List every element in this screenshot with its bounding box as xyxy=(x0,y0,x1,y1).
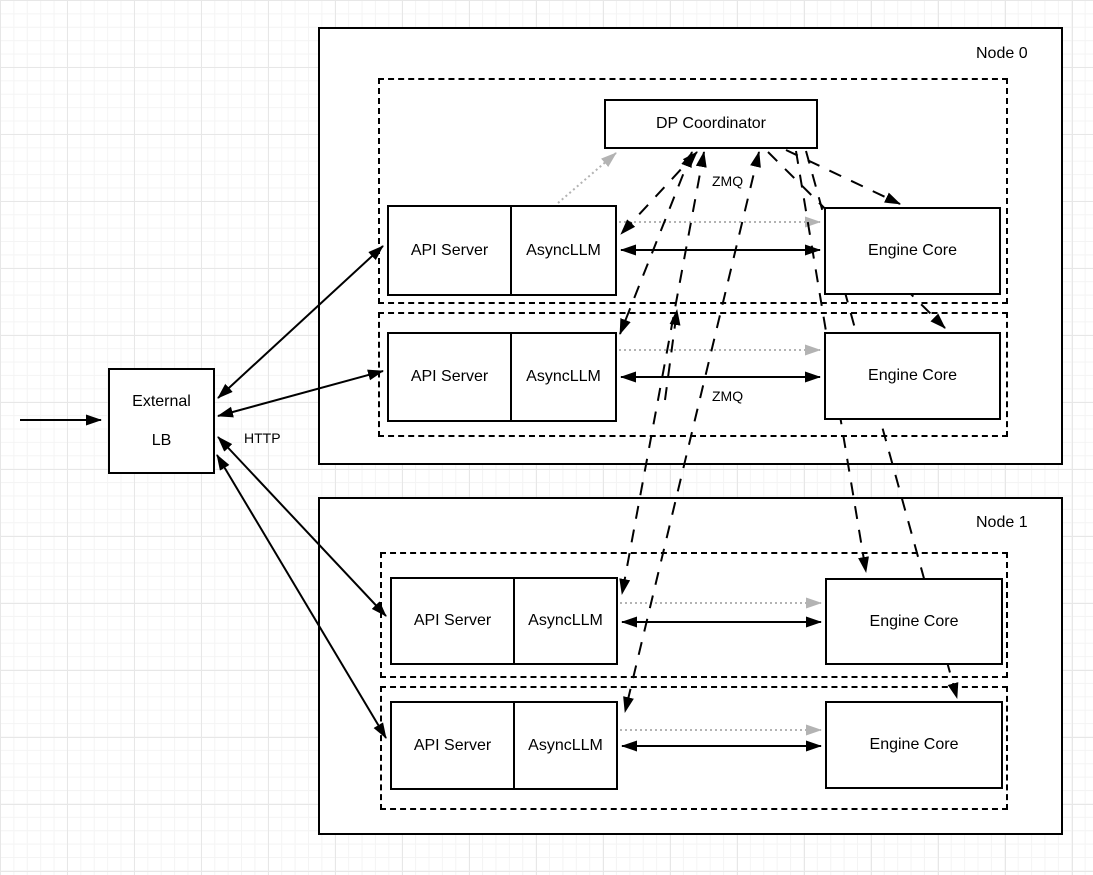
engine-core-box-node1-row0: Engine Core xyxy=(825,578,1003,665)
arrow-lb-api-node1-row1 xyxy=(216,454,387,739)
api-async-box-node1-row0: API Server AsyncLLM xyxy=(390,577,618,665)
engine-core-box-node1-row1: Engine Core xyxy=(825,701,1003,789)
http-edge-label: HTTP xyxy=(244,430,281,446)
api-server-label: API Server xyxy=(410,368,489,385)
external-lb-box: External LB xyxy=(108,368,215,474)
arrow-lb-api-node1-row0 xyxy=(217,436,387,617)
api-async-box-node0-row0: API Server AsyncLLM xyxy=(387,205,617,296)
asyncllm-label: AsyncLLM xyxy=(513,579,616,663)
zmq-coordinator-edge-label: ZMQ xyxy=(712,173,744,189)
asyncllm-label: AsyncLLM xyxy=(510,334,615,420)
arrow-dashed-async-group-boundary xyxy=(664,309,681,401)
arrow-lb-api-node0-row0 xyxy=(217,245,384,399)
dp-coordinator-box: DP Coordinator xyxy=(604,99,818,149)
zmq-row2-edge-label: ZMQ xyxy=(712,388,744,404)
api-async-box-node0-row1: API Server AsyncLLM xyxy=(387,332,617,422)
asyncllm-label: AsyncLLM xyxy=(513,703,616,788)
dp-coordinator-label: DP Coordinator xyxy=(656,115,766,133)
node1-title: Node 1 xyxy=(976,514,1028,531)
arrow-dashed-coordinator-async-node1-row0 xyxy=(619,151,707,595)
arrow-dashed-coordinator-engine-node0-row0 xyxy=(785,149,901,205)
arrow-dashed-coordinator-async-node1-row1 xyxy=(623,151,761,713)
engine-core-box-node0-row0: Engine Core xyxy=(824,207,1001,295)
arrow-dashed-coordinator-async-node0-row1 xyxy=(619,151,693,335)
arrow-lb-api-node0-row1 xyxy=(217,369,384,418)
api-server-label: API Server xyxy=(413,612,492,629)
api-async-box-node1-row1: API Server AsyncLLM xyxy=(390,701,618,790)
external-lb-label-line1: External xyxy=(132,393,191,411)
external-lb-label-line2: LB xyxy=(151,431,172,449)
api-server-label: API Server xyxy=(413,736,492,754)
asyncllm-label: AsyncLLM xyxy=(510,207,615,294)
engine-core-label: Engine Core xyxy=(868,242,957,260)
engine-core-label: Engine Core xyxy=(869,612,959,630)
engine-core-box-node0-row1: Engine Core xyxy=(824,332,1001,420)
node0-title: Node 0 xyxy=(976,45,1028,62)
engine-core-label: Engine Core xyxy=(869,736,959,754)
arrow-dotted-async-coordinator xyxy=(557,152,617,204)
engine-core-label: Engine Core xyxy=(868,367,957,385)
api-server-label: API Server xyxy=(410,241,489,259)
